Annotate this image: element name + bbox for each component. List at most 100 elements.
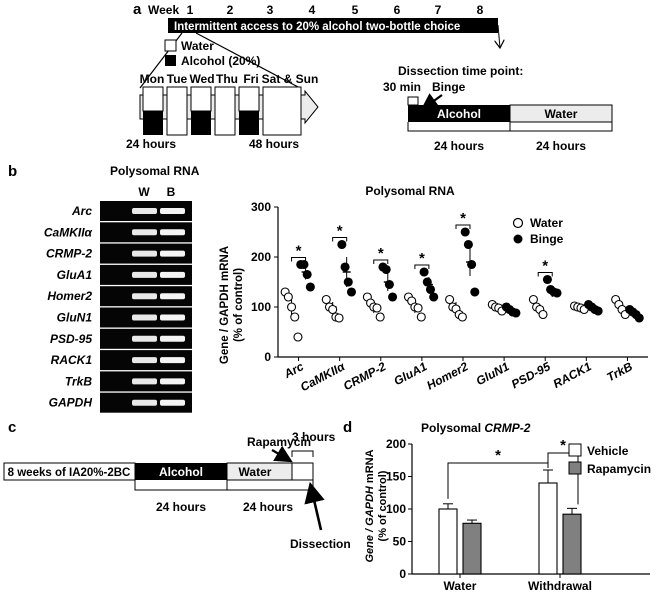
gel-band-b [160,378,185,385]
binge-point [343,277,353,287]
panel-d-ylabel-line1: Gene / GAPDH mRNA [364,449,376,562]
binge-point [542,274,552,285]
binge-point [305,282,315,292]
hours-48-label: 48 hours [249,137,299,151]
legend-alcohol-swatch [165,55,176,66]
gel-band-b [160,335,185,342]
dissection-arrow-c [304,481,325,531]
water-bottle [214,86,236,136]
significance-star: * [296,243,302,260]
legend-alcohol-label: Alcohol (20%) [181,54,260,68]
gel-gene-label: GAPDH [49,396,93,410]
dissection-arrow [498,24,500,48]
dissection-timeline-bracket [407,122,613,132]
y-tick-label: 0 [264,350,271,364]
bar-x-tick-label: Water [444,579,477,593]
bar-significance-bracket [447,462,549,499]
week-number: 8 [477,3,484,17]
water-point [538,309,548,320]
panel-a-letter: a [133,1,142,18]
binge-point [422,277,432,287]
panel-b-letter: b [8,163,17,180]
significance-bracket [373,259,389,264]
gel-gene-label: GluN1 [57,311,93,325]
significance-star: * [460,210,466,227]
legend-water-marker [512,217,524,229]
bar-x-tick-label: Withdrawal [528,579,592,593]
hours-3-bracket [291,450,314,457]
panel-a: a Week 1 2 3 4 5 6 7 8 Intermittent acce… [126,1,613,153]
gel-band-w [132,399,157,406]
binge-point [419,267,429,277]
water-point [287,302,297,312]
water-point [445,294,455,305]
eight-weeks-label: 8 weeks of IA20%-2BC [8,467,131,479]
panel-c-water-label: Water [239,465,272,479]
panel-c-rapamycin-box [291,462,314,481]
gel-band-w [132,229,157,236]
panel-c-hours-24b: 24 hours [243,500,293,514]
panel-d-title: Polysomal CRMP-2 [421,421,531,435]
binge-point [634,313,644,323]
hours-24-label: 24 hours [126,137,176,151]
gel-title: Polysomal RNA [110,164,200,178]
water-point [334,313,344,323]
panel-b: b Polysomal RNA W B ArcCaMKIIαCRMP-2GluA… [8,163,200,413]
y-tick-label: 200 [251,250,271,264]
legend-binge-text: Binge [530,232,564,246]
day-label: Mon [140,72,165,86]
dissection-alcohol-box [408,105,510,122]
binge-point [429,292,439,302]
gel-band-w [132,271,157,278]
chart-marks: ****** [280,210,644,342]
binge-point [467,259,477,270]
significance-bracket [414,264,430,269]
gel-band-b [160,229,185,236]
water-point [293,332,303,342]
min30-label: 30 min [383,80,421,94]
gel-band-w [132,208,157,214]
bar-significance-star: * [495,447,501,464]
binge-point [593,306,603,316]
alcohol-bottle [239,111,259,135]
water-point [283,292,293,302]
binge-point [388,292,398,302]
gel-band-b [160,271,185,278]
binge-box [407,96,419,106]
x-tick-label: RACK1 [551,359,594,391]
chart-title: Polysomal RNA [365,184,455,198]
binge-point [463,239,473,250]
day-label: Tue [167,72,188,86]
binge-label: Binge [432,80,466,94]
legend-binge-marker [513,234,523,244]
panel-c-letter: c [8,419,16,436]
gel-gene-label: TrkB [65,374,92,388]
panel-d-title-gene: CRMP-2 [484,421,530,435]
panel-d-letter: d [343,419,352,436]
zoom-line-right [195,32,301,89]
legend-water-text: Water [530,216,563,230]
x-tick-label: Homer2 [424,359,470,392]
water-point [372,303,382,313]
panel-c-timeline-bracket [134,480,314,491]
day-label: Wed [189,72,214,86]
water-bottle [190,86,212,112]
binge-point [552,288,562,298]
gel-band-w [132,250,157,257]
gel-gene-label: CRMP-2 [46,247,92,261]
bar-y-tick-label: 100 [386,502,406,516]
gel-gene-label: RACK1 [51,353,93,367]
water-point [290,312,300,322]
panel-d-ylabel-line2: (% of control) [377,470,389,541]
binge-point [340,262,350,272]
x-tick-label: TrkB [604,359,635,384]
significance-star: * [378,245,384,262]
week-number: 1 [187,3,194,17]
week-number: 5 [352,3,359,17]
legend-water-label: Water [181,39,214,53]
binge-point [337,239,347,250]
gel-gene-label: GluA1 [57,268,93,282]
dissection-alcohol-label: Alcohol [437,107,481,121]
timeline-24b: 24 hours [536,139,586,153]
x-tick-label: Arc [281,359,306,381]
